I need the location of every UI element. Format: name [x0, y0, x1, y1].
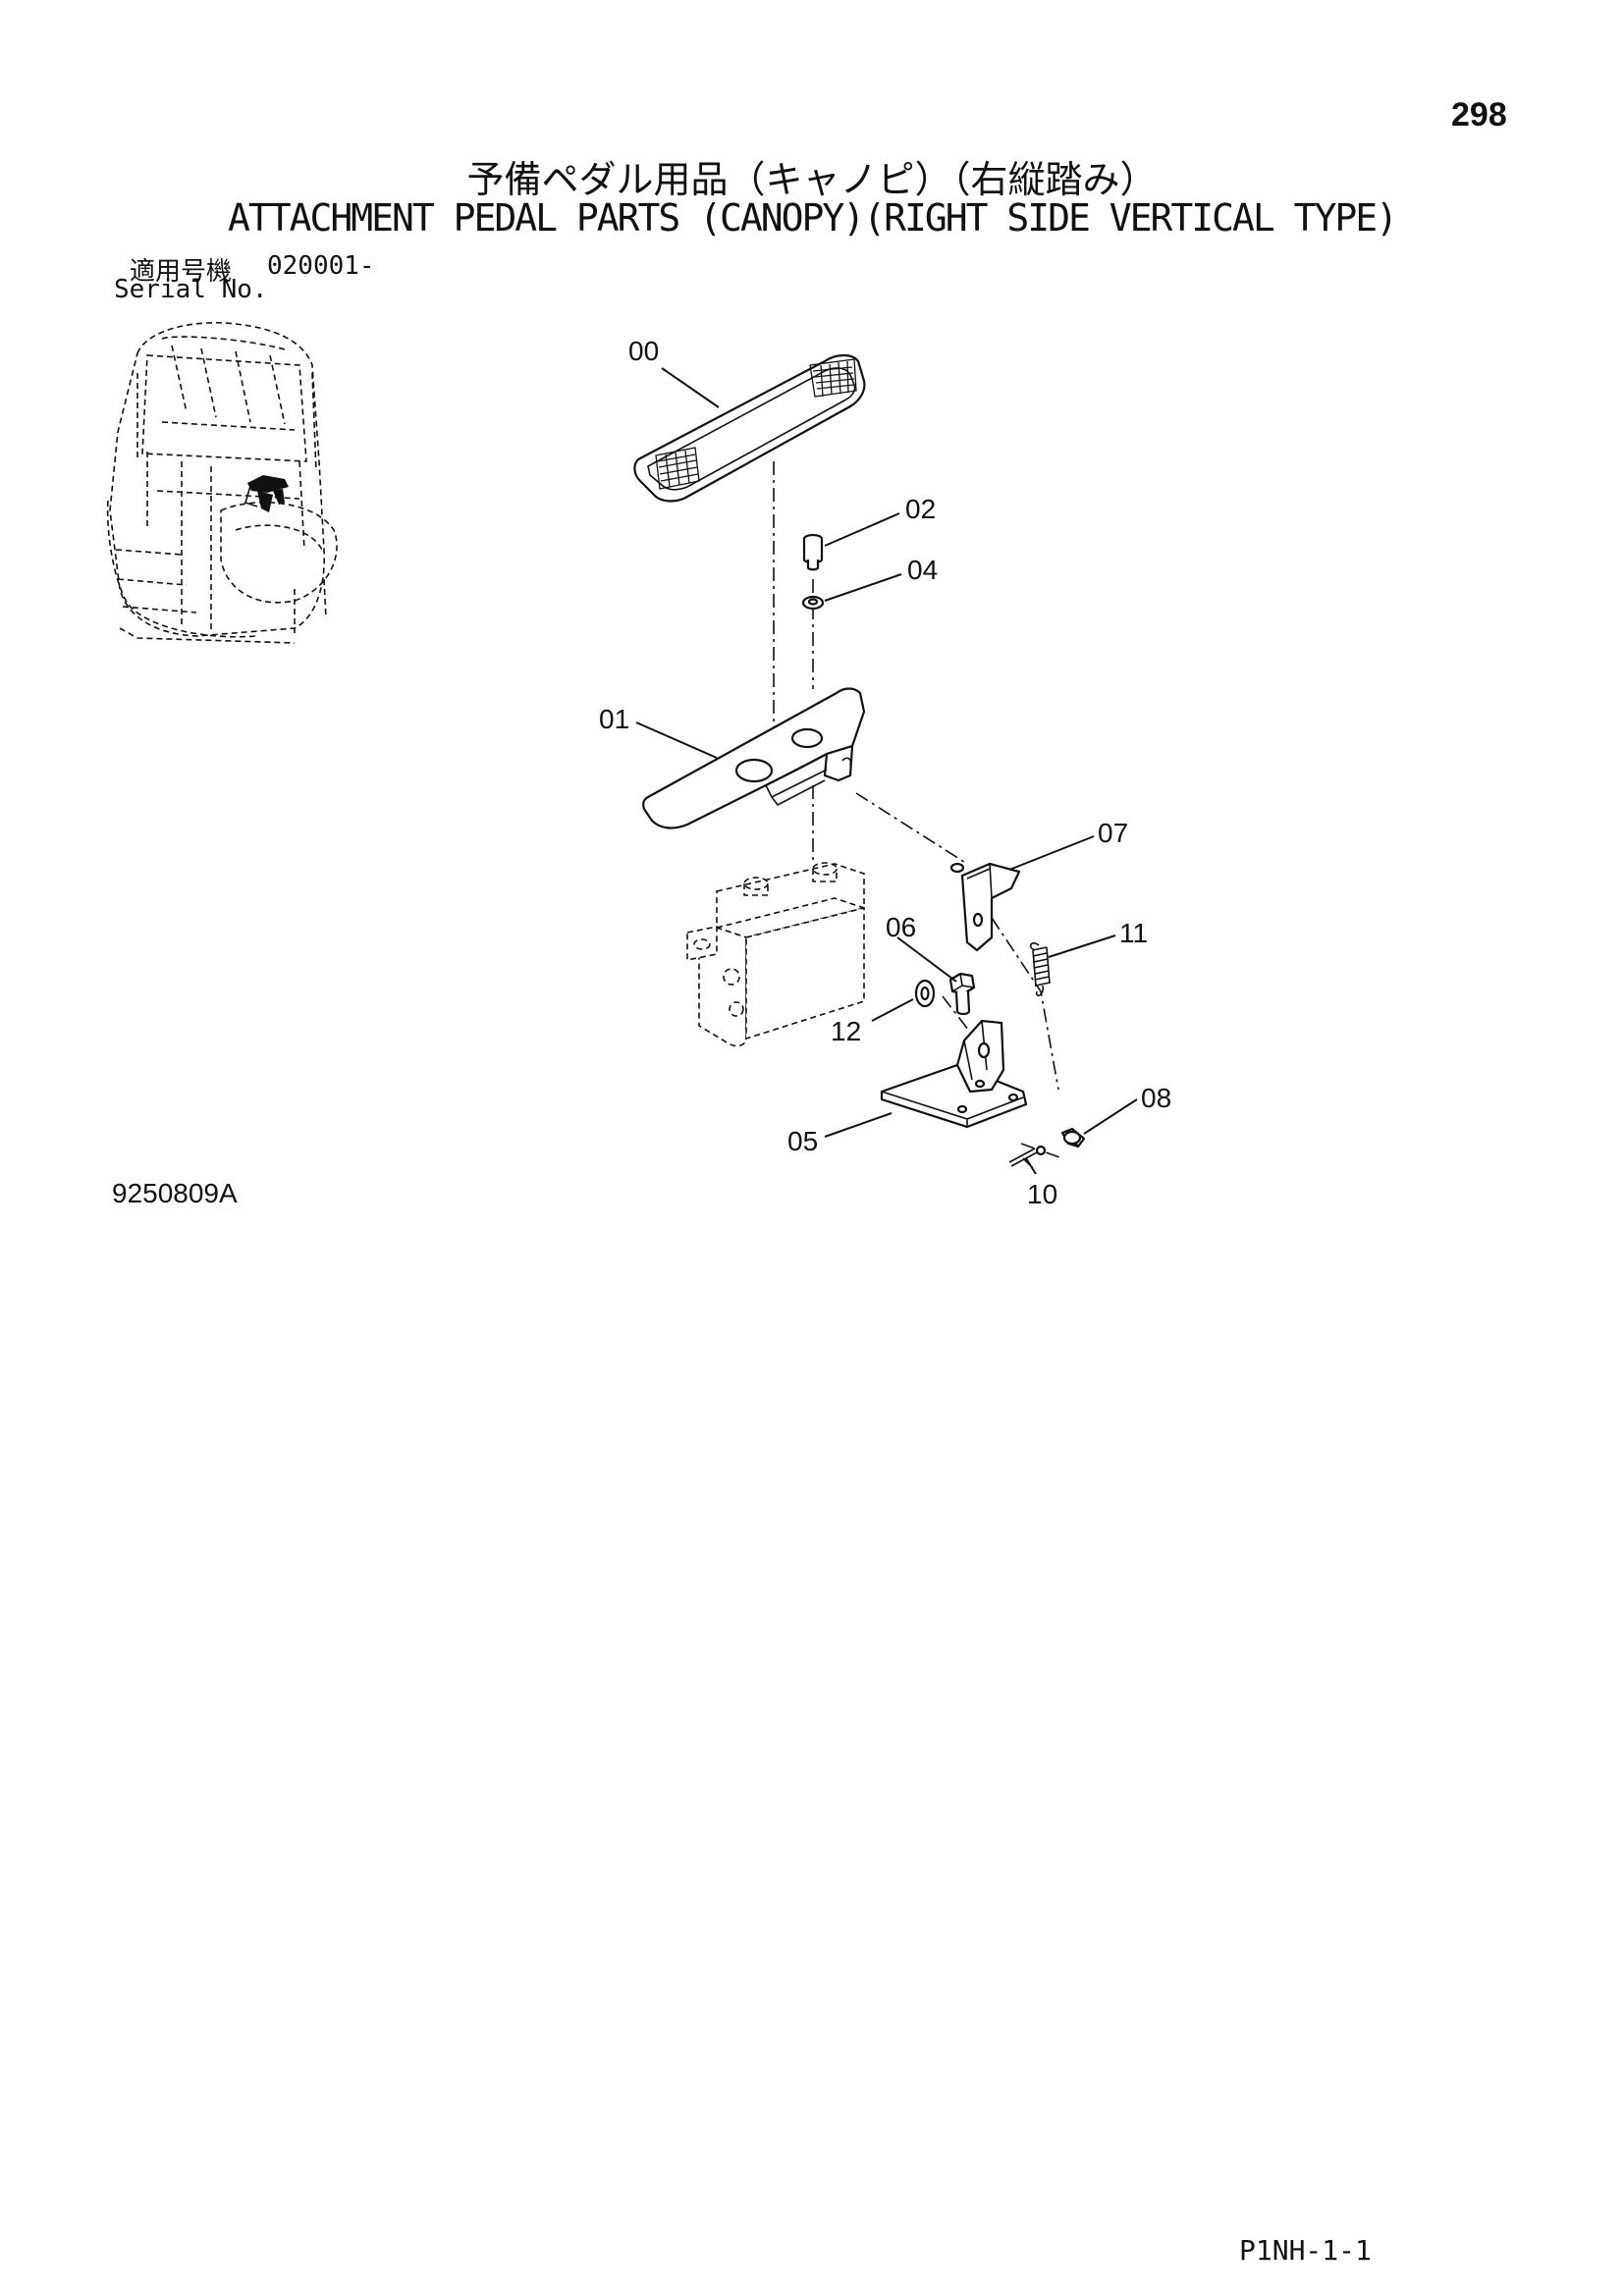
pilot-valve-phantom [686, 862, 865, 1047]
callout-11: 11 [1119, 918, 1148, 948]
serial-label-english: Serial No. [114, 275, 268, 304]
page-code: P1NH-1-1 [1239, 2234, 1372, 2267]
part-05-lower-bracket [880, 1019, 1028, 1129]
callout-10: 10 [1027, 1179, 1057, 1209]
part-04-washer [801, 595, 825, 611]
callout-04: 04 [907, 555, 938, 585]
part-11-spring [1029, 942, 1051, 997]
part-10-split-pin [1008, 1145, 1047, 1167]
callout-05: 05 [787, 1126, 818, 1156]
page-number: 298 [1451, 96, 1507, 133]
assembly-centerlines [773, 461, 1063, 1169]
callout-02: 02 [905, 494, 936, 524]
drawing-number: 9250809A [112, 1178, 238, 1208]
serial-label-japanese: 適用号機 [130, 257, 233, 287]
title-japanese: 予備ペダル用品（キャノピ）（右縦踏み） [466, 158, 1158, 201]
title-english: ATTACHMENT PEDAL PARTS (CANOPY)(RIGHT SI… [227, 196, 1398, 240]
callout-leaders [635, 367, 1138, 1175]
callout-labels: 00 02 04 01 07 06 11 12 08 05 10 [599, 336, 1171, 1209]
serial-value: 020001- [267, 251, 375, 281]
part-02-bolt [802, 533, 824, 571]
part-07-upper-bracket [949, 862, 1021, 952]
callout-01: 01 [599, 704, 629, 734]
callout-08: 08 [1141, 1083, 1171, 1113]
callout-06: 06 [886, 912, 916, 942]
callout-07: 07 [1098, 818, 1128, 848]
part-12-washer [914, 979, 936, 1008]
part-08-pin [1060, 1127, 1086, 1148]
part-06-hex-bolt [948, 972, 976, 1016]
callout-12: 12 [831, 1016, 861, 1046]
part-01-pedal-plate [642, 687, 866, 829]
callout-00: 00 [628, 336, 659, 366]
machine-overview-thumbnail [106, 321, 338, 644]
part-00-pedal-pad [633, 353, 866, 503]
